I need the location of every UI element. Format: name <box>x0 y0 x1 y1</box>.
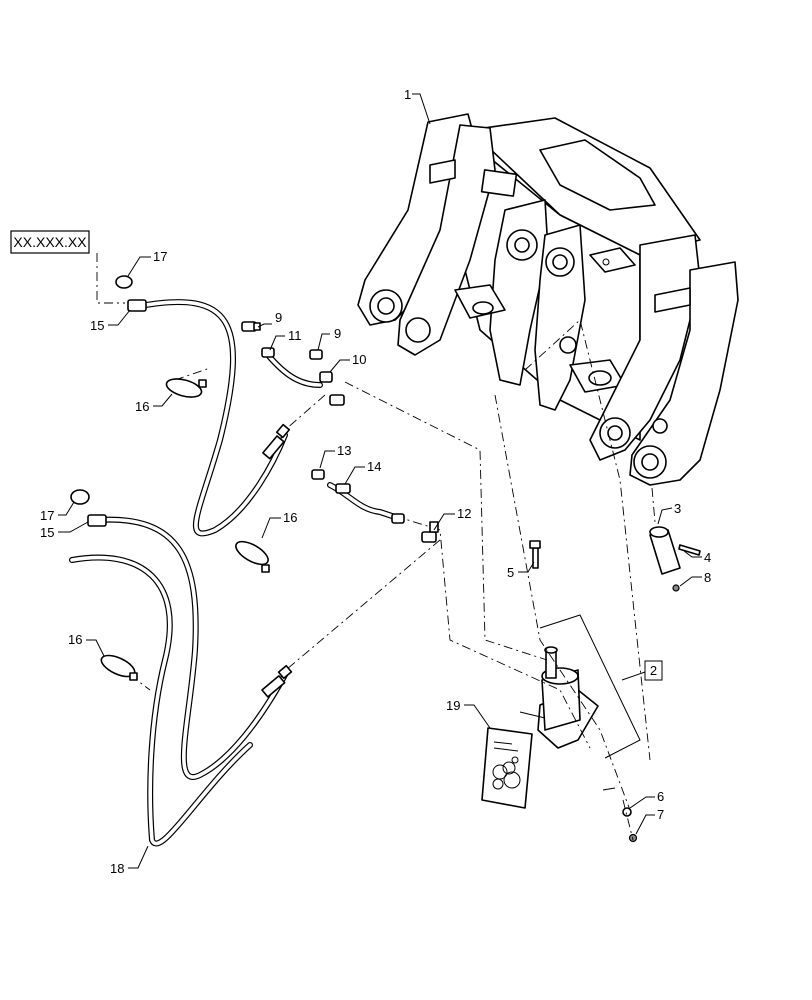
bolt-5[interactable] <box>529 540 541 569</box>
fitting-15-upper[interactable] <box>127 299 147 312</box>
fitting-9-left[interactable] <box>241 321 261 332</box>
nut-8[interactable] <box>672 584 680 592</box>
tie-strap-16-upper[interactable] <box>165 376 207 401</box>
centerline-a <box>344 381 548 661</box>
hose-14[interactable] <box>327 482 405 524</box>
callout-13[interactable]: 13 <box>337 443 351 458</box>
hose-upper-long[interactable] <box>137 299 288 537</box>
cap-17-lower[interactable] <box>70 489 90 505</box>
pivot-pin[interactable] <box>649 526 681 575</box>
fitting-13[interactable] <box>311 469 325 480</box>
tie-strap-16-lower[interactable] <box>98 651 138 681</box>
nut-7[interactable] <box>628 833 638 843</box>
centerline-c <box>494 394 631 811</box>
centerline-strap-a <box>174 367 211 381</box>
cotter-pin[interactable] <box>678 544 701 556</box>
callout-19[interactable]: 19 <box>446 698 460 713</box>
callout-2-box[interactable]: 2 <box>644 660 663 681</box>
cap-17-upper[interactable] <box>115 275 133 289</box>
callout-16-middle[interactable]: 16 <box>283 510 297 525</box>
callout-2: 2 <box>650 663 657 678</box>
callout-15-upper[interactable]: 15 <box>90 318 104 333</box>
hose-11[interactable] <box>261 347 323 388</box>
washer-6[interactable] <box>622 807 632 817</box>
callout-17-lower[interactable]: 17 <box>40 508 54 523</box>
fitting-12[interactable] <box>421 521 439 543</box>
assembly-bracket-tick <box>519 711 546 719</box>
reference-code: XX.XXX.XX <box>13 234 87 250</box>
centerline-upper-hose <box>284 394 326 431</box>
callout-17-upper[interactable]: 17 <box>153 249 167 264</box>
hose-end-upper[interactable] <box>262 423 291 460</box>
hose-end-lower[interactable] <box>261 664 293 698</box>
callout-16-upper[interactable]: 16 <box>135 399 149 414</box>
callout-9-left[interactable]: 9 <box>275 310 282 325</box>
centerline-washer <box>622 799 634 841</box>
quick-coupler-frame[interactable] <box>357 113 739 486</box>
callout-2-leader <box>621 671 646 681</box>
hose-18[interactable] <box>69 554 253 847</box>
callout-11[interactable]: 11 <box>288 328 302 343</box>
callout-10[interactable]: 10 <box>352 352 366 367</box>
callout-4[interactable]: 4 <box>704 550 711 565</box>
callout-12[interactable]: 12 <box>457 506 471 521</box>
callout-6[interactable]: 6 <box>657 789 664 804</box>
callout-8[interactable]: 8 <box>704 570 711 585</box>
fitting-9-right[interactable] <box>309 349 323 360</box>
tie-strap-16-middle[interactable] <box>232 537 271 573</box>
centerline-b <box>394 515 591 749</box>
callout-14[interactable]: 14 <box>367 459 381 474</box>
callout-3[interactable]: 3 <box>674 501 681 516</box>
assembly-bracket-outline <box>539 614 641 759</box>
hose-middle[interactable] <box>95 516 288 780</box>
callout-5[interactable]: 5 <box>507 565 514 580</box>
callout-7[interactable]: 7 <box>657 807 664 822</box>
fitting-10[interactable] <box>319 371 345 406</box>
assembly-bracket-tick-lower <box>602 787 616 791</box>
callout-16-lower[interactable]: 16 <box>68 632 82 647</box>
lock-cylinder-bracket[interactable] <box>537 646 599 749</box>
reference-box[interactable]: XX.XXX.XX <box>10 230 90 254</box>
centerline-lower-hose <box>279 539 441 676</box>
centerline-pin <box>651 487 656 523</box>
centerline-d <box>524 319 651 761</box>
callout-15-lower[interactable]: 15 <box>40 525 54 540</box>
callout-18[interactable]: 18 <box>110 861 124 876</box>
callout-1[interactable]: 1 <box>404 87 411 102</box>
fitting-15-lower[interactable] <box>87 514 107 527</box>
callout-9-right[interactable]: 9 <box>334 326 341 341</box>
seal-kit-bag[interactable] <box>481 727 533 809</box>
callout-leaders <box>58 93 702 869</box>
